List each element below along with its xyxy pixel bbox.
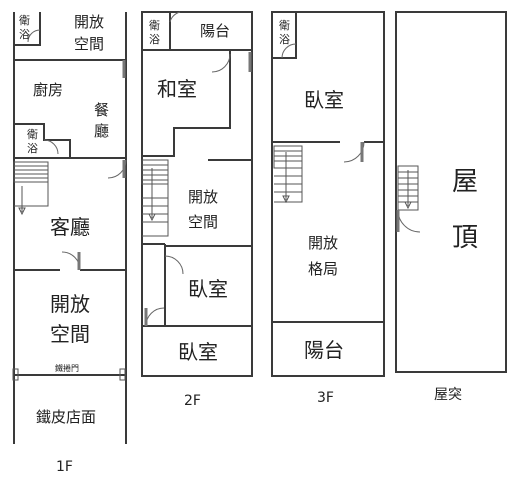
room-label: 浴	[27, 142, 38, 155]
floor-2f: 衛 浴 陽台 和室 開放 空間 臥室 臥室 2F	[141, 11, 253, 409]
gate-label: 鐵捲門	[55, 363, 79, 373]
room-label: 屋	[452, 167, 478, 197]
room-label: 廳	[94, 122, 109, 140]
room-label: 空間	[74, 35, 104, 53]
room-label: 浴	[279, 33, 290, 46]
room-label: 開放	[50, 292, 90, 316]
room-label: 臥室	[188, 277, 228, 301]
stair-3f	[273, 145, 303, 204]
floor-3f: 衛 浴 臥室 開放 格局 陽台 3F	[271, 11, 385, 406]
room-label: 客廳	[50, 215, 90, 239]
room-label: 衛	[27, 128, 38, 141]
room-label: 臥室	[304, 88, 344, 112]
floor-1f: 衛 浴 開放 空間 廚房 餐 廳 衛 浴 客廳 開放 空間 鐵捲門 鐵皮店面 1…	[12, 12, 127, 475]
room-label: 浴	[149, 33, 160, 46]
room-label: 餐	[94, 101, 109, 119]
stair-1f	[13, 161, 49, 216]
floor-roof: 屋 頂 屋突	[395, 11, 507, 403]
room-label: 開放	[74, 13, 104, 31]
room-label: 開放	[308, 234, 338, 252]
room-label: 衛	[149, 19, 160, 32]
room-label: 臥室	[178, 340, 218, 364]
stair-2f	[141, 159, 169, 237]
stair-roof	[396, 165, 421, 233]
room-label: 開放	[188, 188, 218, 206]
room-label: 衛	[279, 19, 290, 32]
room-label: 空間	[50, 322, 90, 346]
floor-title: 1F	[56, 459, 73, 475]
room-label: 陽台	[304, 338, 344, 362]
room-label: 陽台	[200, 22, 230, 40]
room-label: 廚房	[33, 81, 63, 99]
floor-title: 3F	[317, 390, 334, 406]
floor-title: 2F	[184, 393, 201, 409]
room-label: 衛	[19, 14, 30, 27]
room-label: 格局	[308, 260, 338, 278]
room-label: 空間	[188, 213, 218, 231]
room-label: 頂	[452, 223, 478, 253]
room-label: 浴	[19, 28, 30, 41]
room-label: 鐵皮店面	[36, 408, 96, 426]
room-label: 和室	[157, 77, 197, 101]
floor-title: 屋突	[434, 387, 462, 403]
